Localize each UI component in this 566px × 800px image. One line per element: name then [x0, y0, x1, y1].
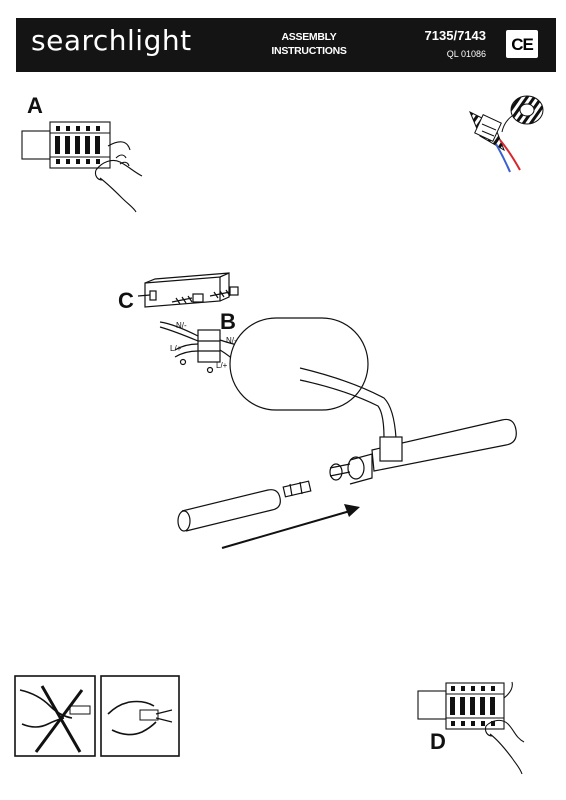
wall-plate-illustration — [137, 272, 397, 439]
wire-label-neutral-left: N/- — [176, 321, 187, 330]
step-label-d: D — [430, 729, 446, 754]
wire-label-live-left: L/+ — [170, 344, 182, 353]
handle-with-cloth-panel — [100, 675, 180, 757]
title-line-2: INSTRUCTIONS — [271, 45, 347, 57]
brand-logo: searchlight — [31, 24, 192, 57]
wire-label-live-right: L/+ — [216, 361, 228, 370]
wire-label-neutral-right: N/- — [226, 336, 237, 345]
step-label-a: A — [27, 93, 43, 118]
step-label-c: C — [118, 288, 134, 313]
header-bar: searchlight ASSEMBLY INSTRUCTIONS 7135/7… — [16, 18, 556, 72]
terminal-block-illustration-d — [417, 681, 525, 775]
document-title: ASSEMBLY INSTRUCTIONS — [264, 30, 354, 58]
model-number: 7135/7143 — [424, 28, 486, 43]
terminal-block-illustration-a — [21, 121, 143, 213]
lamp-tube-illustration — [177, 418, 517, 532]
document-code: QL 01086 — [446, 49, 486, 59]
do-not-touch-bulb-panel — [14, 675, 96, 757]
step-label-b: B — [220, 309, 236, 334]
title-line-1: ASSEMBLY — [281, 31, 337, 43]
tape-wrapped-connector-illustration — [469, 95, 544, 173]
insert-direction-arrow — [221, 504, 360, 549]
ce-mark: CE — [506, 30, 538, 58]
